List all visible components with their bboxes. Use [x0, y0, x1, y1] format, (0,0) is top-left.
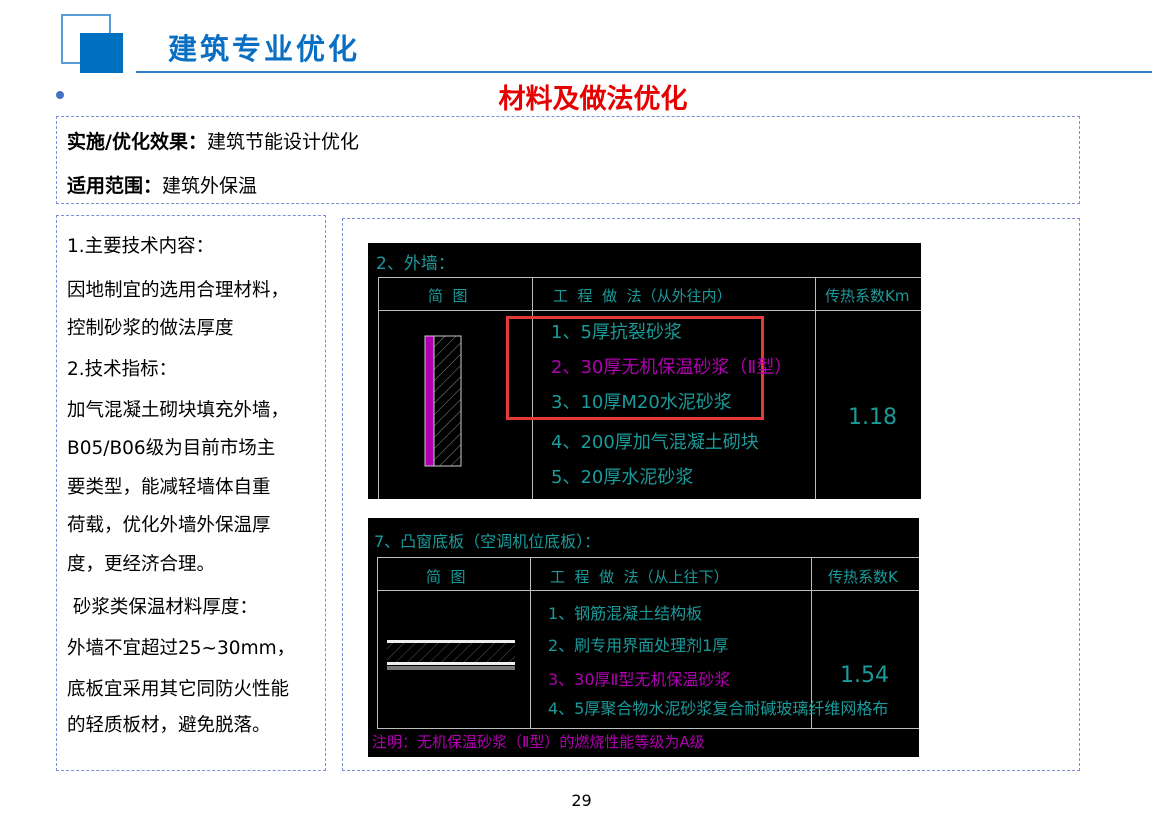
text-line: 度，更经济合理。	[67, 554, 216, 575]
scope-label: 适用范围：	[67, 175, 163, 197]
text-line: 1.主要技术内容：	[67, 236, 215, 257]
effect-row: 实施/优化效果：建筑节能设计优化	[67, 127, 359, 154]
cad1-item: 5、20厚水泥砂浆	[551, 467, 694, 488]
cad1-title: 2、外墙：	[376, 254, 455, 274]
cad-window-sill-image: 7、凸窗底板（空调机位底板）： 简 图 工 程 做 法（从上往下） 传热系数K …	[368, 518, 919, 757]
cad2-item: 1、钢筋混凝土结构板	[548, 604, 703, 623]
cad1-item: 1、5厚抗裂砂浆	[551, 322, 682, 343]
cad1-item: 3、10厚M20水泥砂浆	[551, 392, 732, 413]
cad2-note: 注明：无机保温砂浆（Ⅱ型）的燃烧性能等级为A级	[372, 733, 705, 751]
cad2-title: 7、凸窗底板（空调机位底板）：	[374, 532, 601, 551]
effect-value: 建筑节能设计优化	[206, 131, 359, 153]
cad2-item: 3、30厚Ⅱ型无机保温砂浆	[548, 670, 731, 689]
text-line: 加气混凝土砌块填充外墙，	[67, 400, 290, 421]
left-text-panel	[56, 215, 326, 771]
cad2-item: 2、刷专用界面处理剂1厚	[548, 636, 729, 655]
cad2-item: 4、5厚聚合物水泥砂浆复合耐碱玻璃纤维网格布	[548, 699, 889, 718]
cad1-header-sketch: 简 图	[428, 287, 468, 305]
header-divider	[136, 71, 1152, 73]
logo-filled-square	[80, 33, 123, 73]
wall-section-drawing	[424, 335, 462, 467]
page-title: 建筑专业优化	[168, 32, 361, 66]
right-image-panel	[342, 218, 1080, 771]
text-line: 的轻质板材，避免脱落。	[67, 715, 271, 736]
bullet-dot	[56, 91, 64, 99]
cad2-header-sketch: 简 图	[426, 568, 466, 586]
text-line: 要类型，能减轻墙体自重	[67, 477, 271, 498]
effect-label: 实施/优化效果：	[67, 131, 207, 153]
cad1-item: 4、200厚加气混凝土砌块	[551, 432, 759, 453]
text-line: 因地制宜的选用合理材料，	[67, 280, 290, 301]
scope-value: 建筑外保温	[162, 175, 258, 197]
text-line: 控制砂浆的做法厚度	[67, 318, 234, 339]
text-line: 砂浆类保温材料厚度：	[67, 597, 258, 618]
cad-exterior-wall-image: 2、外墙： 简 图 工 程 做 法（从外往内） 传热系数Km 1、5厚抗裂砂浆 …	[368, 243, 921, 499]
sill-section-drawing	[387, 640, 515, 670]
section-subtitle: 材料及做法优化	[498, 84, 688, 115]
cad2-header-method: 工 程 做 法（从上往下）	[550, 568, 729, 586]
page-number: 29	[571, 791, 592, 810]
highlight-box	[506, 316, 764, 420]
cad1-header-k: 传热系数Km	[825, 287, 910, 305]
text-line: 荷载，优化外墙外保温厚	[67, 515, 271, 536]
cad1-k-value: 1.18	[848, 405, 897, 430]
text-line: B05/B06级为目前市场主	[67, 438, 276, 459]
text-line: 底板宜采用其它同防火性能	[67, 679, 290, 700]
cad1-item: 2、30厚无机保温砂浆（Ⅱ型）	[551, 357, 793, 378]
cad1-header-method: 工 程 做 法（从外往内）	[553, 287, 732, 305]
cad2-header-k: 传热系数K	[828, 568, 898, 586]
text-line: 外墙不宜超过25~30mm，	[67, 638, 296, 659]
scope-row: 适用范围：建筑外保温	[67, 171, 257, 198]
text-line: 2.技术指标：	[67, 359, 178, 380]
summary-box: 实施/优化效果：建筑节能设计优化 适用范围：建筑外保温	[56, 116, 1080, 204]
cad2-k-value: 1.54	[840, 663, 889, 688]
